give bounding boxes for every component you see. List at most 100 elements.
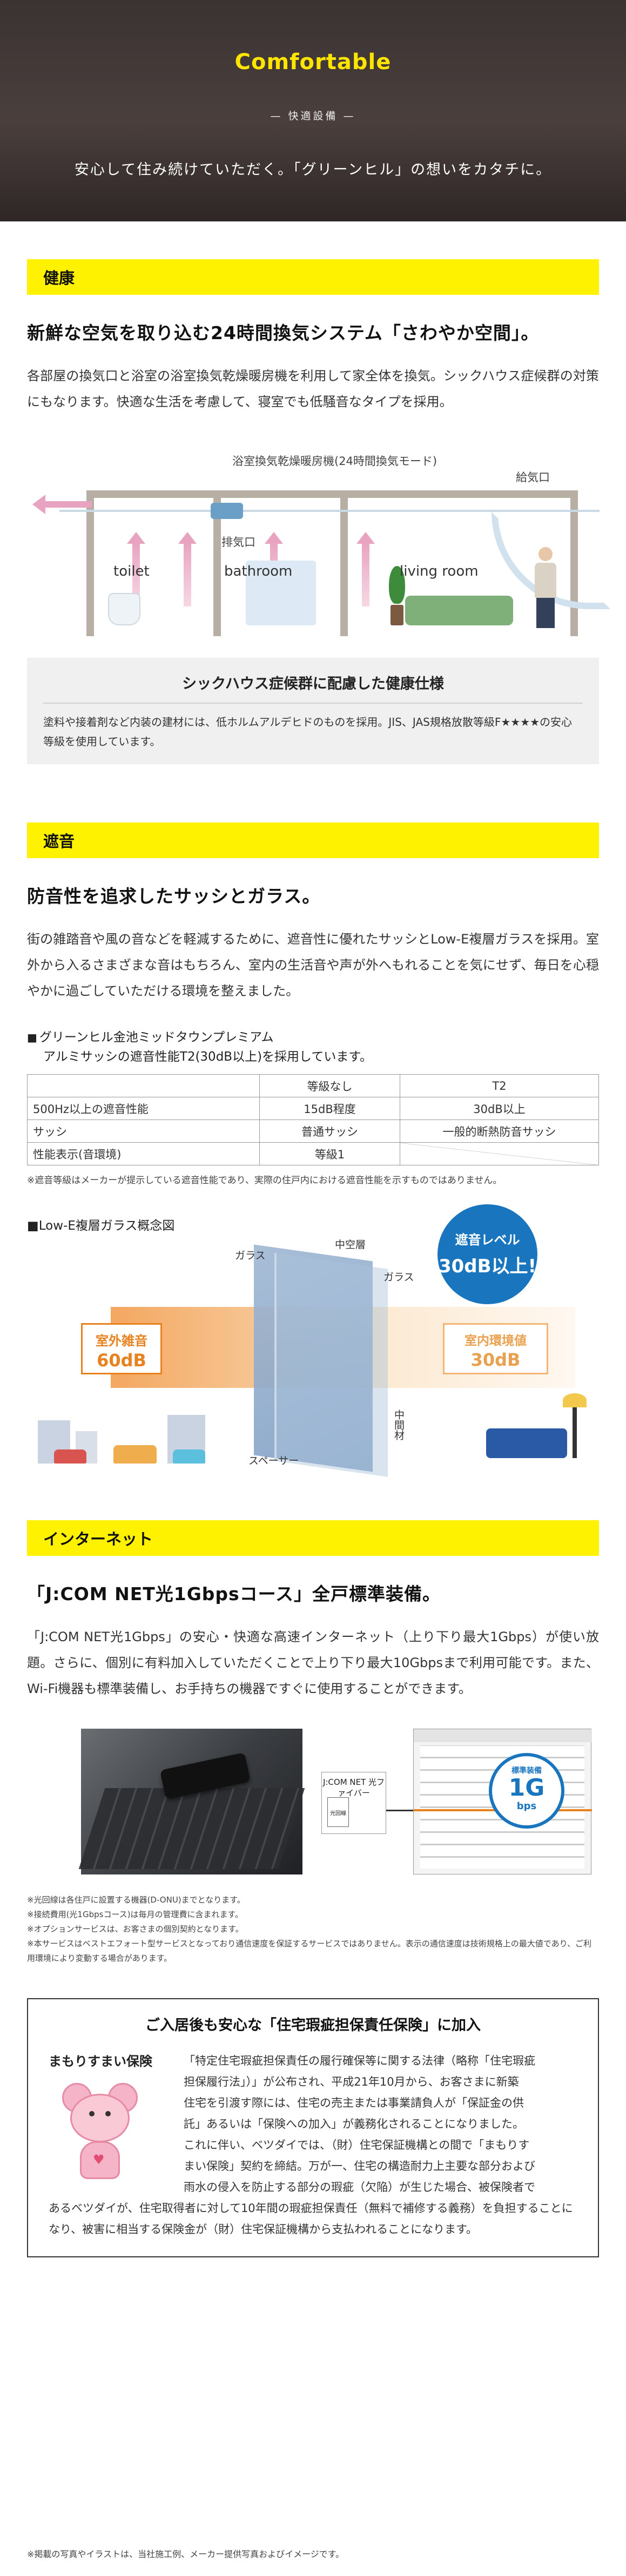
main-content: 健康 新鮮な空気を取り込む24時間換気システム「さわやか空間」。 各部屋の換気口… [0, 221, 626, 2257]
glass-pane-inner [274, 1253, 388, 1477]
air-duct [59, 510, 600, 512]
table-cell: サッシ [27, 1120, 260, 1143]
table-note: ※遮音等級はメーカーが提示している遮音性能であり、実際の住戸内における遮音性能を… [27, 1175, 502, 1186]
table-cell-empty [400, 1142, 599, 1165]
health-box-title: シックハウス症候群に配慮した健康仕様 [43, 672, 583, 704]
fan-label: 浴室換気乾燥暖房機(24時間換気モード) [232, 453, 437, 469]
inside-level-label: 室内環境値 30dB [443, 1323, 548, 1374]
glass-diagram-title-text: Low-E複層ガラス概念図 [38, 1219, 175, 1233]
hero-title: Comfortable [234, 50, 392, 75]
speed-badge-title: 標準装備 [511, 1766, 542, 1775]
person-icon [535, 547, 556, 628]
hero-lead: 安心して住み続けていただく。「グリーンヒル」の想いをカタチに。 [74, 161, 552, 178]
lamp-icon [563, 1393, 587, 1458]
exhaust-label: 排気口 [221, 534, 255, 550]
room-label-toilet: toilet [113, 563, 150, 579]
speed-badge-value: 1G [508, 1774, 545, 1802]
speed-badge-unit: bps [516, 1800, 537, 1812]
glass-diagram-title: ■Low-E複層ガラス概念図 [27, 1215, 174, 1233]
airflow-up-arrow-icon [127, 532, 145, 606]
spacer-label: スペーサー [248, 1455, 299, 1467]
section-bar-internet: インターネット [27, 1520, 599, 1556]
internet-text: 「J:COM NET光1Gbps」の安心・快適な高速インターネット（上り下り最大… [27, 1629, 599, 1696]
table-cell: 30dB以上 [400, 1097, 599, 1120]
insurance-line: これに伴い、ベツダイでは、（財）住宅保証機構との間で「まもりす [184, 2139, 530, 2152]
room-divider [340, 490, 348, 636]
insurance-box: ご入居後も安心な「住宅瑕疵担保責任保険」に加入 まもりすまい保険 ♥ [27, 1998, 599, 2257]
table-cell: 普通サッシ [259, 1120, 400, 1143]
table-caption-line2: アルミサッシの遮音性能T2(30dB以上)を採用しています。 [43, 1050, 373, 1064]
inside-level-title: 室内環境値 [465, 1334, 527, 1348]
city-illustration [38, 1410, 221, 1464]
insurance-logo-text: まもりすまい保険 [49, 2054, 152, 2069]
table-cell: 500Hz以上の遮音性能 [27, 1097, 260, 1120]
internet-figure: J:COM NET 光ファイバー 光回線 標準装備 1G bps [27, 1729, 599, 1874]
square-bullet-icon: ■ [27, 1031, 37, 1044]
table-header-cell: T2 [400, 1074, 599, 1097]
health-heading: 新鮮な空気を取り込む24時間換気システム「さわやか空間」。 [27, 322, 540, 343]
table-header-row: 等級なし T2 [27, 1074, 599, 1097]
table-caption-line1: グリーンヒル金池ミッドタウンプレミアム [39, 1030, 274, 1044]
hollow-layer-label: 中空層 [335, 1239, 366, 1251]
insurance-logo: まもりすまい保険 ♥ [49, 2051, 165, 2202]
glass-diagram: ■Low-E複層ガラス概念図 ガラス 中空層 ガラス 中間材 スペーサー 遮音レ… [27, 1204, 599, 1477]
sofa-icon [486, 1428, 567, 1458]
device-label: 光回線 [330, 1811, 346, 1817]
inside-level-value: 30dB [470, 1350, 521, 1370]
internet-note: ※オプションサービスは、お客さまの個別契約となります。 [27, 1924, 244, 1934]
internet-notes: ※光回線は各住戸に設置する機器(D-ONU)までとなります。 ※接続費用(光1G… [27, 1893, 599, 1966]
room-label-living: living room [400, 563, 479, 579]
outside-noise-label: 室外雑音 60dB [81, 1323, 162, 1374]
sound-text: 街の雑踏音や風の音などを軽減するために、遮音性に優れたサッシとLow-E複層ガラ… [27, 932, 599, 999]
insurance-line: まい保険」契約を締結。万が一、住宅の構造耐力上主要な部分および [184, 2160, 535, 2173]
hero-subtitle: — 快適設備 — [270, 110, 356, 122]
bath-fan-icon [211, 503, 243, 519]
table-header-cell [27, 1074, 260, 1097]
insurance-line: 雨水の侵入を防止する部分の瑕疵（欠陥）が生じた場合、被保険者で [184, 2181, 535, 2194]
toilet-icon [108, 593, 140, 625]
square-bullet-icon: ■ [27, 1219, 39, 1233]
footer-note: ※掲載の写真やイラストは、当社施工例、メーカー提供写真およびイメージです。 [27, 2549, 345, 2559]
ventilation-diagram: 浴室換気乾燥暖房機(24時間換気モード) 排気口 給気口 toilet bath… [27, 431, 610, 636]
table-caption: ■グリーンヒル金池ミッドタウンプレミアム アルミサッシの遮音性能T2(30dB以… [27, 1028, 599, 1067]
fiber-line [386, 1810, 413, 1811]
outside-noise-value: 60dB [97, 1350, 146, 1371]
sound-level-badge: 遮音レベル 30dB以上! [437, 1204, 537, 1304]
airflow-up-arrow-icon [178, 532, 197, 606]
table-cell: 一般的断熱防音サッシ [400, 1120, 599, 1143]
room-label-bathroom: bathroom [224, 563, 293, 579]
airflow-up-arrow-icon [356, 532, 375, 606]
internet-heading: 「J:COM NET光1Gbpsコース」全戸標準装備。 [27, 1583, 441, 1604]
exhaust-arrow-icon [32, 495, 92, 514]
table-row: 500Hz以上の遮音性能 15dB程度 30dB以上 [27, 1097, 599, 1120]
sofa-icon [405, 596, 513, 625]
outside-noise-title: 室外雑音 [96, 1333, 147, 1348]
table-row: 性能表示(音環境) 等級1 [27, 1142, 599, 1165]
table-header-cell: 等級なし [259, 1074, 400, 1097]
insurance-title: ご入居後も安心な「住宅瑕疵担保責任保険」に加入 [145, 2017, 481, 2034]
room-divider [213, 490, 221, 636]
onu-device-icon: 光回線 [327, 1797, 349, 1827]
middle-material-label: 中間材 [393, 1410, 405, 1440]
insurance-tail: あるベツダイが、住宅取得者に対して10年間の瑕疵担保責任（無料で補修する義務）を… [49, 2202, 573, 2236]
health-spec-box: シックハウス症候群に配慮した健康仕様 塗料や接着剤など内装の建材には、低ホルムア… [27, 658, 599, 764]
badge-line2: 30dB以上! [438, 1256, 537, 1277]
table-row: サッシ 普通サッシ 一般的断熱防音サッシ [27, 1120, 599, 1143]
section-bar-sound: 遮音 [27, 822, 599, 858]
supply-label: 給気口 [516, 469, 550, 485]
sound-spec-table: 等級なし T2 500Hz以上の遮音性能 15dB程度 30dB以上 サッシ 普… [27, 1074, 599, 1165]
insurance-line: 担保履行法」）」が公布され、平成21年10月から、お客さまに新築 [184, 2075, 519, 2088]
speed-badge: 標準装備 1G bps [489, 1753, 564, 1829]
jcom-device-box: J:COM NET 光ファイバー 光回線 [321, 1772, 386, 1834]
insurance-text: 「特定住宅瑕疵担保責任の履行確保等に関する法律（略称「住宅瑕疵 担保履行法」）」… [49, 2051, 577, 2240]
plant-icon [386, 566, 408, 625]
health-box-text: 塗料や接着剤など内装の建材には、低ホルムアルデヒドのものを採用。JIS、JAS規… [43, 716, 573, 748]
table-cell: 性能表示(音環境) [27, 1142, 260, 1165]
insurance-line: 託」あるいは「保険への加入」が義務化されることになりました。 [184, 2118, 524, 2130]
glass-label-outer: ガラス [235, 1250, 266, 1262]
insurance-line: 「特定住宅瑕疵担保責任の履行確保等に関する法律（略称「住宅瑕疵 [184, 2054, 535, 2067]
hero-banner: Comfortable — 快適設備 — 安心して住み続けていただく。「グリーン… [0, 0, 626, 221]
table-cell: 等級1 [259, 1142, 400, 1165]
table-cell: 15dB程度 [259, 1097, 400, 1120]
